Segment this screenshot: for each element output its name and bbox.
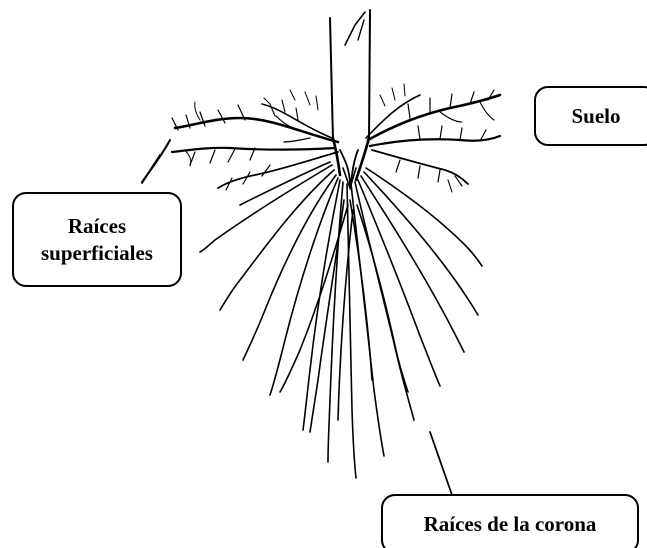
surface-roots-pointer xyxy=(142,155,160,183)
surface-roots-right xyxy=(366,84,500,192)
pointer-lines xyxy=(142,155,452,495)
crown-roots-label-text: Raíces de la corona xyxy=(424,511,597,538)
soil-label-text: Suelo xyxy=(571,103,620,130)
surface-roots-label-line2: superficiales xyxy=(41,240,153,267)
surface-roots-left xyxy=(142,90,338,190)
crown-roots xyxy=(200,162,482,478)
crown-roots-pointer xyxy=(430,432,452,495)
surface-roots-label-line1: Raíces xyxy=(41,213,153,240)
plant-stem xyxy=(330,10,370,140)
surface-roots-label: Raíces superficiales xyxy=(12,192,182,287)
crown-roots-label: Raíces de la corona xyxy=(381,494,639,548)
soil-label: Suelo xyxy=(534,86,647,146)
